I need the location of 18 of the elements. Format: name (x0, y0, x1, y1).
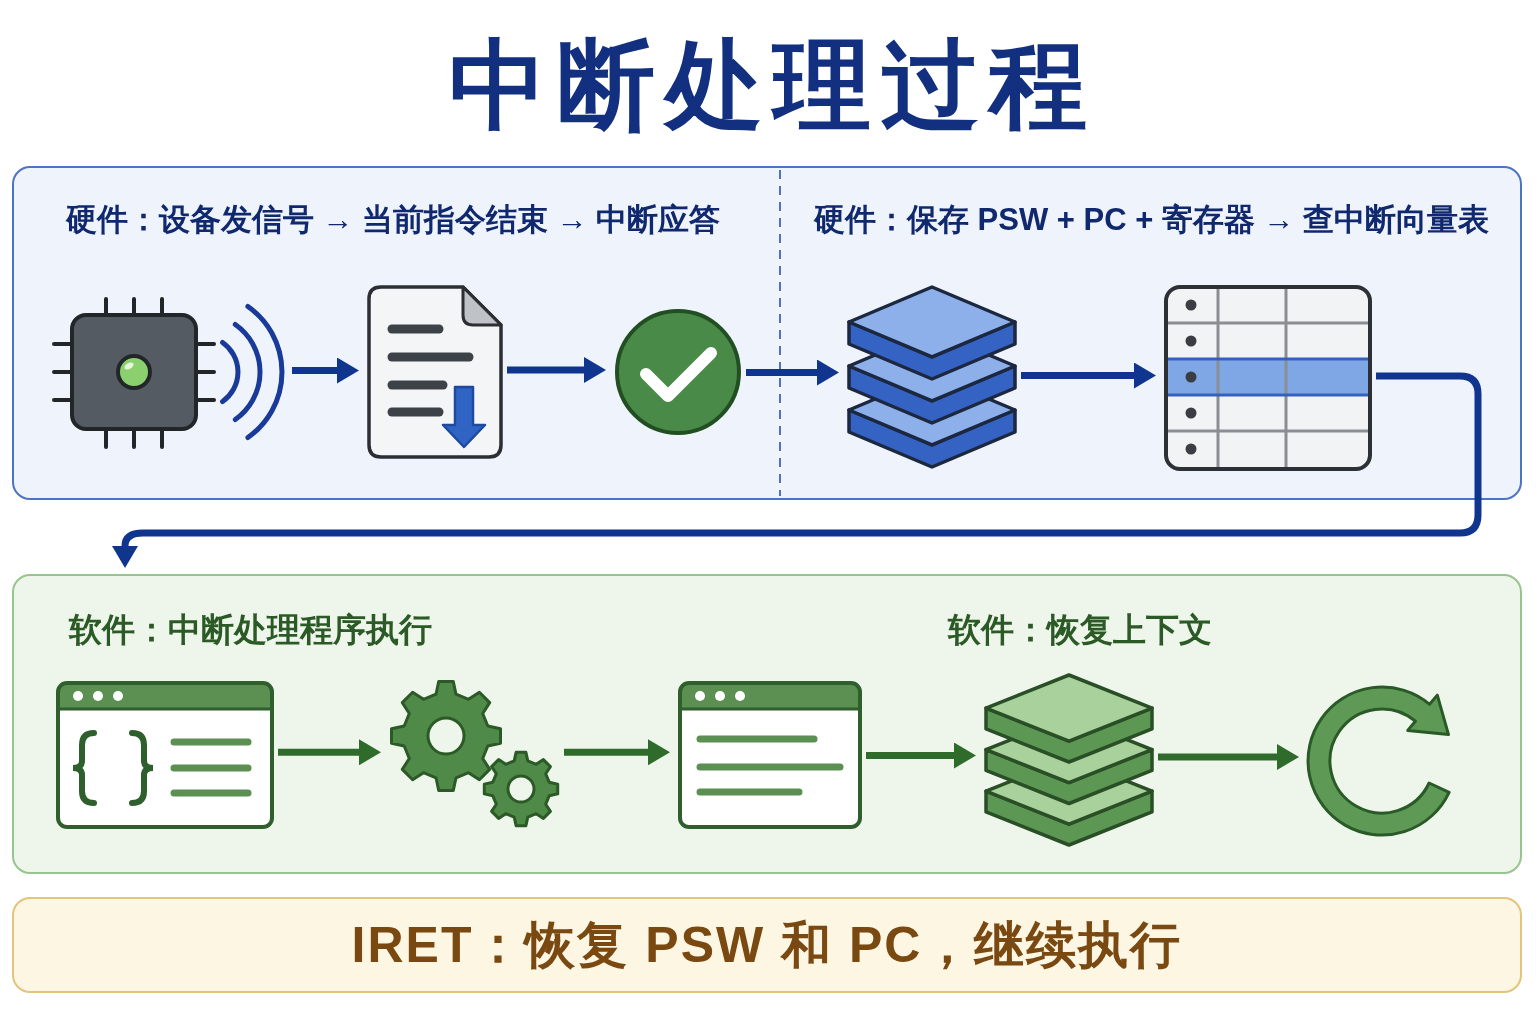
panel (12, 166, 1522, 500)
panel-heading: 硬件：设备发信号 → 当前指令结束 → 中断应答 (66, 201, 721, 239)
table-icon (1164, 285, 1372, 471)
stack-icon (984, 673, 1154, 847)
gears-icon (389, 679, 560, 828)
arrow (112, 372, 1482, 568)
panel-heading: 软件：恢复上下文 (948, 610, 1212, 650)
stack-icon (847, 285, 1017, 469)
panel-heading: 软件：中断处理程序执行 (69, 610, 432, 650)
title: 中断处理过程 (448, 29, 1097, 142)
code-window-icon (56, 681, 274, 829)
window-icon (678, 681, 862, 829)
panel-heading: 硬件：保存 PSW + PC + 寄存器 → 查中断向量表 (814, 201, 1490, 239)
panel (12, 574, 1522, 874)
banner (12, 897, 1522, 993)
document-icon (367, 285, 503, 459)
banner-text: IRET：恢复 PSW 和 PC，继续执行 (351, 916, 1183, 975)
check-circle-icon (614, 308, 742, 436)
